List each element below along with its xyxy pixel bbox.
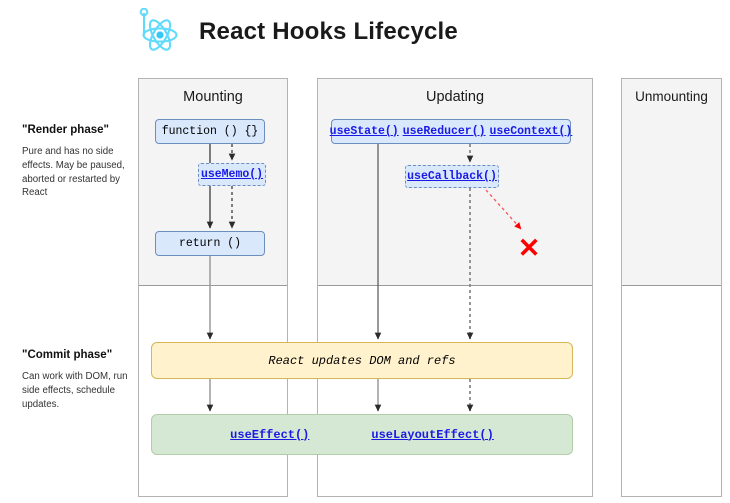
link-usememo[interactable]: useMemo() <box>200 168 264 181</box>
react-atom-logo-icon <box>139 8 178 51</box>
node-usememo[interactable]: useMemo() <box>198 163 266 186</box>
red-x-blocked-icon: ✕ <box>517 233 541 263</box>
link-usecontext[interactable]: useContext() <box>489 125 573 138</box>
unmounting-render-phase-band <box>622 79 721 286</box>
box-react-updates-dom: React updates DOM and refs <box>151 342 573 379</box>
node-function: function () {} <box>155 119 265 144</box>
node-function-label: function () {} <box>161 125 259 138</box>
link-uselayouteffect[interactable]: useLayoutEffect() <box>371 427 494 442</box>
column-title-unmounting: Unmounting <box>635 89 708 104</box>
render-phase-label: "Render phase" Pure and has no side effe… <box>22 124 134 200</box>
node-usecallback[interactable]: useCallback() <box>405 165 499 188</box>
link-usestate[interactable]: useState() <box>329 125 399 138</box>
node-state-hooks[interactable]: useState() useReducer() useContext() <box>329 119 573 144</box>
link-usereducer[interactable]: useReducer() <box>402 125 486 138</box>
diagram-header: React Hooks Lifecycle <box>0 0 730 70</box>
commit-phase-title: "Commit phase" <box>22 349 113 361</box>
column-title-updating: Updating <box>425 89 485 105</box>
node-return-label: return () <box>178 237 242 250</box>
box-effect-hooks[interactable]: useEffect() useLayoutEffect() <box>151 414 573 455</box>
node-return: return () <box>155 231 265 256</box>
render-phase-title: "Render phase" <box>22 124 109 136</box>
link-usecallback[interactable]: useCallback() <box>407 170 497 183</box>
commit-phase-description: Can work with DOM, run side effects, sch… <box>22 371 128 410</box>
column-unmounting: Unmounting <box>621 78 722 497</box>
render-phase-description: Pure and has no side effects. May be pau… <box>22 146 125 199</box>
column-title-mounting: Mounting <box>183 89 243 105</box>
link-useeffect[interactable]: useEffect() <box>230 427 310 442</box>
page-title: React Hooks Lifecycle <box>199 18 458 45</box>
commit-phase-label: "Commit phase" Can work with DOM, run si… <box>22 349 134 411</box>
box-dom-label: React updates DOM and refs <box>268 353 456 368</box>
